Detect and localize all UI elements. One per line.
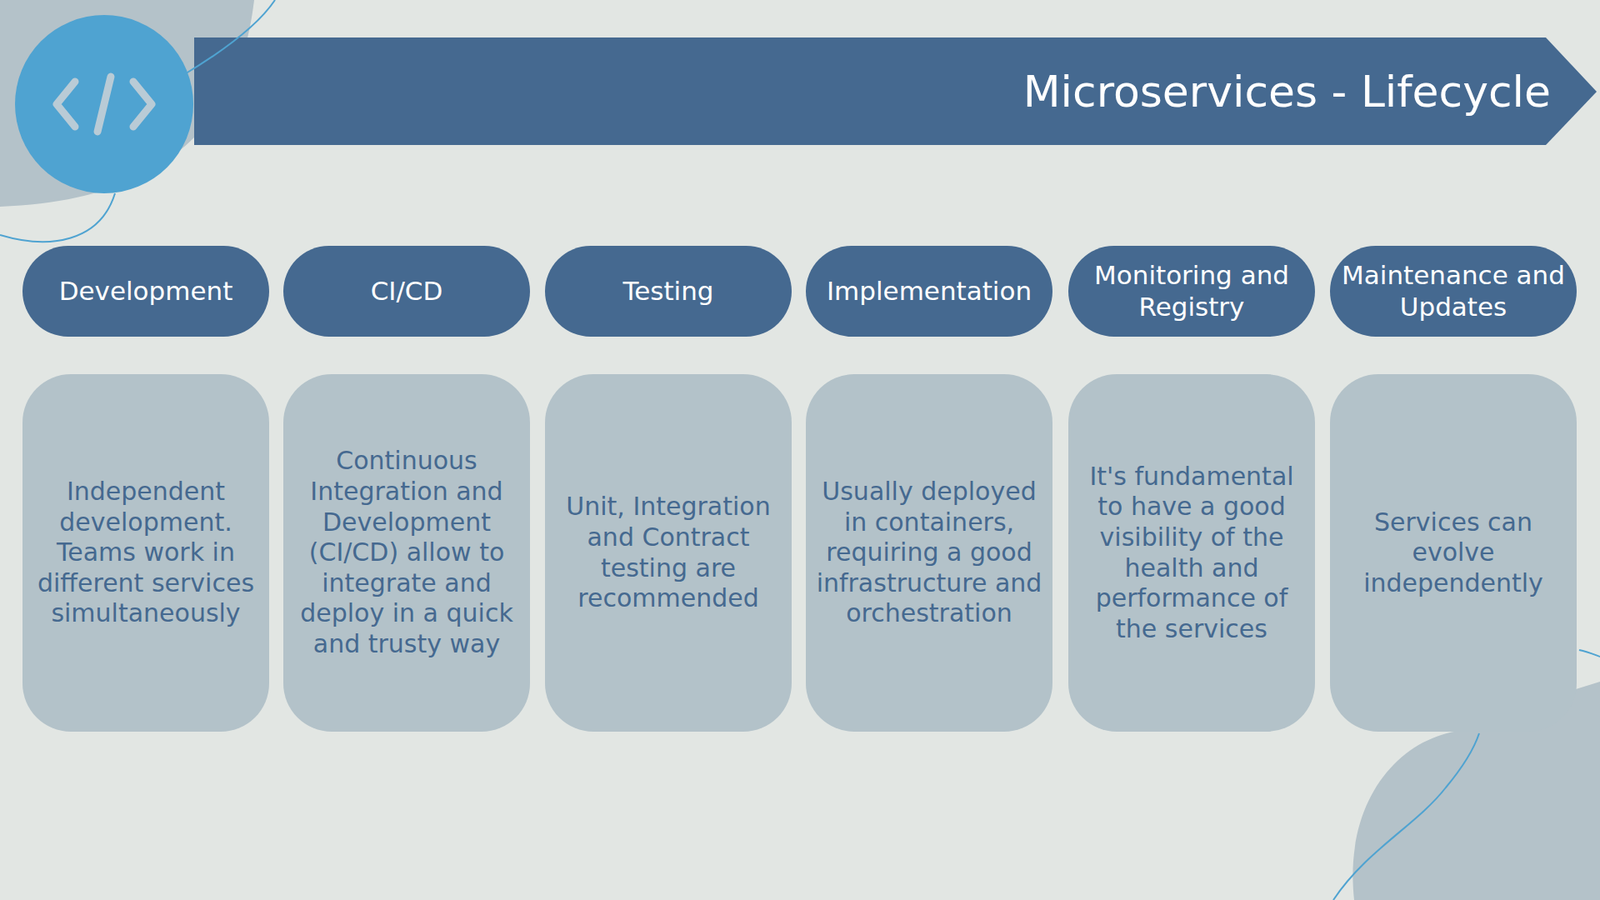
- stage-description: Continuous Integration and Development (…: [290, 445, 524, 660]
- stage-description: Usually deployed in containers, requirin…: [812, 476, 1046, 630]
- decor-line: [1333, 733, 1480, 900]
- stage-name: Monitoring and Registry: [1076, 260, 1307, 324]
- stage-description: Unit, Integration and Contract testing a…: [551, 491, 785, 614]
- stage-pill: Implementation: [805, 245, 1053, 337]
- stage-description: It's fundamental to have a good visibili…: [1075, 461, 1309, 645]
- stage-pill: Testing: [545, 245, 792, 337]
- stage-description-box: Unit, Integration and Contract testing a…: [545, 374, 792, 732]
- stage-description: Services can evolve independently: [1336, 507, 1570, 600]
- stage-name: Development: [59, 275, 234, 308]
- stage-description-box: Usually deployed in containers, requirin…: [805, 374, 1053, 732]
- stage-pill: Monitoring and Registry: [1068, 245, 1315, 337]
- decor-line: [0, 193, 115, 242]
- stage-name: CI/CD: [370, 275, 444, 308]
- stage-description: Independent development. Teams work in d…: [29, 476, 263, 630]
- decor-line: [1579, 650, 1600, 657]
- diagram-title: Microservices - Lifecycle: [1023, 66, 1551, 117]
- stage-pill: CI/CD: [283, 245, 530, 337]
- code-icon-circle: [15, 15, 194, 194]
- decor-line: [183, 0, 275, 75]
- title-banner: [194, 37, 1597, 145]
- stage-name: Implementation: [826, 275, 1032, 308]
- stage-name: Testing: [623, 275, 715, 308]
- stage-pill: Maintenance and Updates: [1330, 245, 1577, 337]
- stage-name: Maintenance and Updates: [1338, 260, 1569, 324]
- code-icon: [56, 76, 152, 132]
- stage-description-box: It's fundamental to have a good visibili…: [1068, 374, 1315, 732]
- stage-pill: Development: [22, 245, 270, 337]
- stage-description-box: Services can evolve independently: [1330, 374, 1577, 732]
- stage-description-box: Continuous Integration and Development (…: [283, 374, 530, 732]
- stage-description-box: Independent development. Teams work in d…: [22, 374, 270, 732]
